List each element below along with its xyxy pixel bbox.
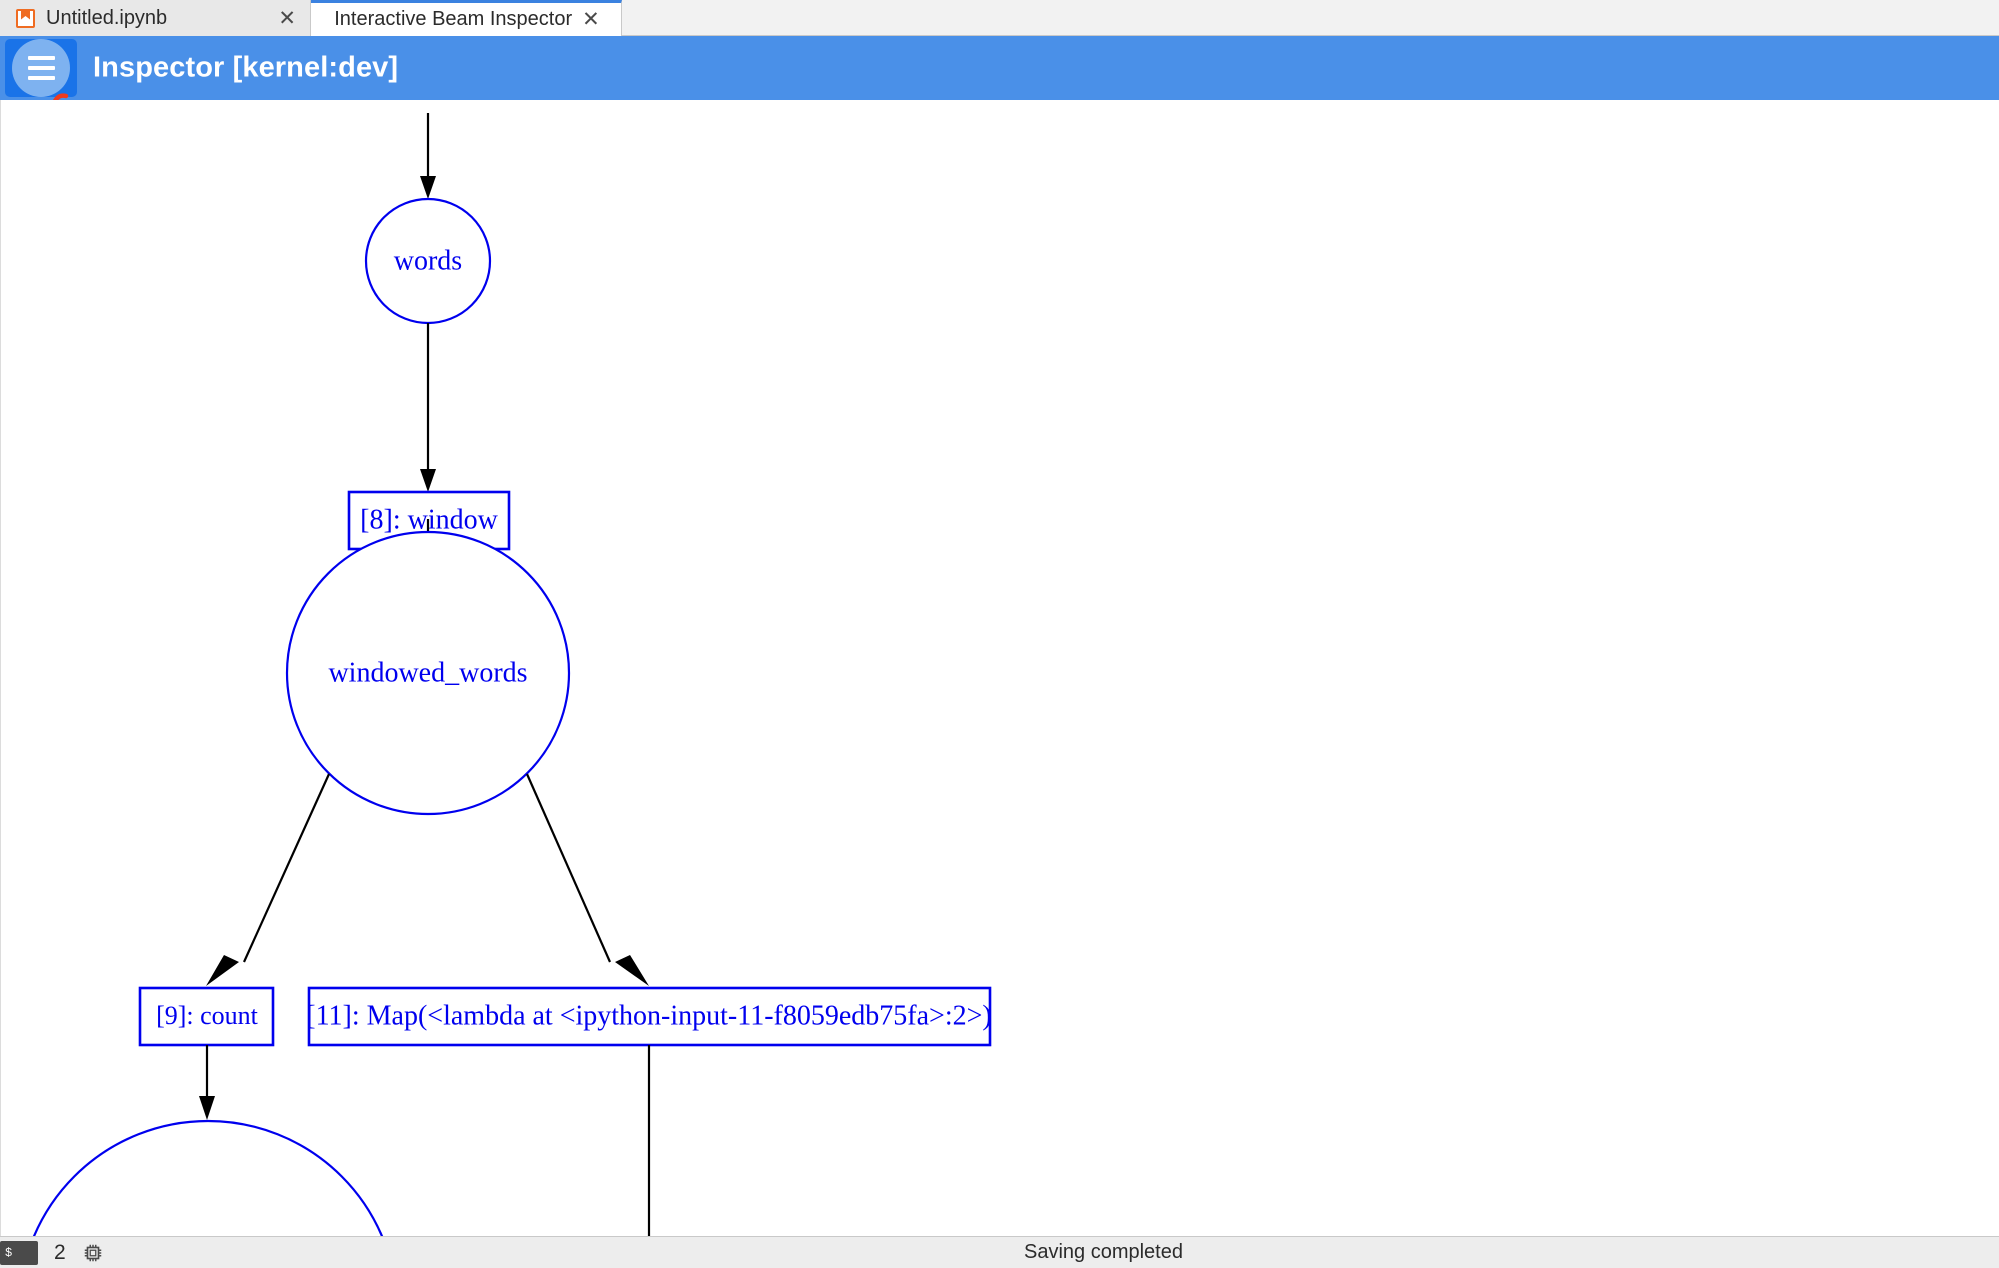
chip-icon[interactable] [82, 1242, 104, 1264]
tab-bar: Untitled.ipynb ✕ Interactive Beam Inspec… [0, 0, 1999, 36]
node-label: [9]: count [156, 1001, 259, 1030]
node-words[interactable]: words [364, 197, 492, 325]
node-label: words [394, 245, 462, 276]
inspector-header: Inspector [kernel:dev] [0, 36, 1999, 100]
edge-windowed-words-to-map [525, 773, 649, 986]
node-windowed-word-counts[interactable]: windowed_word_counts [19, 1119, 397, 1236]
edge-words-to-window [420, 323, 436, 492]
node-label: [8]: window [360, 504, 498, 535]
menu-toggle-button[interactable] [5, 39, 77, 97]
close-icon[interactable]: ✕ [278, 6, 296, 30]
notebook-icon [16, 8, 35, 28]
tab-label: Untitled.ipynb [46, 6, 168, 29]
page-title: Inspector [kernel:dev] [93, 51, 399, 84]
node-label: [11]: Map(<lambda at <ipython-input-11-f… [306, 1000, 991, 1031]
tab-interactive-beam-inspector[interactable]: Interactive Beam Inspector ✕ [311, 0, 622, 36]
edge-map-to-small-node [647, 1045, 651, 1236]
beam-pipeline-graph[interactable]: words [8]: window windowed_words [0, 100, 1999, 1236]
status-message: Saving completed [1024, 1241, 1183, 1263]
node-map-lambda[interactable]: [11]: Map(<lambda at <ipython-input-11-f… [306, 986, 992, 1047]
terminal-icon[interactable]: $ [0, 1240, 38, 1265]
tab-untitled-ipynb[interactable]: Untitled.ipynb ✕ [0, 0, 311, 36]
kernel-count: 2 [54, 1240, 66, 1264]
edge-windowed-words-to-count [206, 773, 331, 986]
graph-canvas: words [8]: window windowed_words [19, 113, 992, 1236]
status-bar: $ 2 Saving completed [0, 1236, 1999, 1268]
close-icon[interactable]: ✕ [582, 8, 600, 31]
hamburger-line [27, 76, 55, 80]
hamburger-line [27, 56, 55, 60]
edge-count-to-windowed-word-counts [199, 1045, 215, 1120]
hamburger-icon [12, 39, 70, 97]
tab-label: Interactive Beam Inspector [334, 8, 573, 30]
edge-root-to-words [420, 113, 436, 199]
node-windowed-words[interactable]: windowed_words [285, 530, 571, 816]
status-left-group: $ 2 [0, 1237, 104, 1268]
hamburger-line [27, 66, 55, 70]
node-label: windowed_words [328, 657, 527, 688]
node-count[interactable]: [9]: count [138, 986, 275, 1047]
node-window[interactable]: [8]: window [347, 490, 511, 551]
terminal-glyph: $ [5, 1245, 13, 1260]
